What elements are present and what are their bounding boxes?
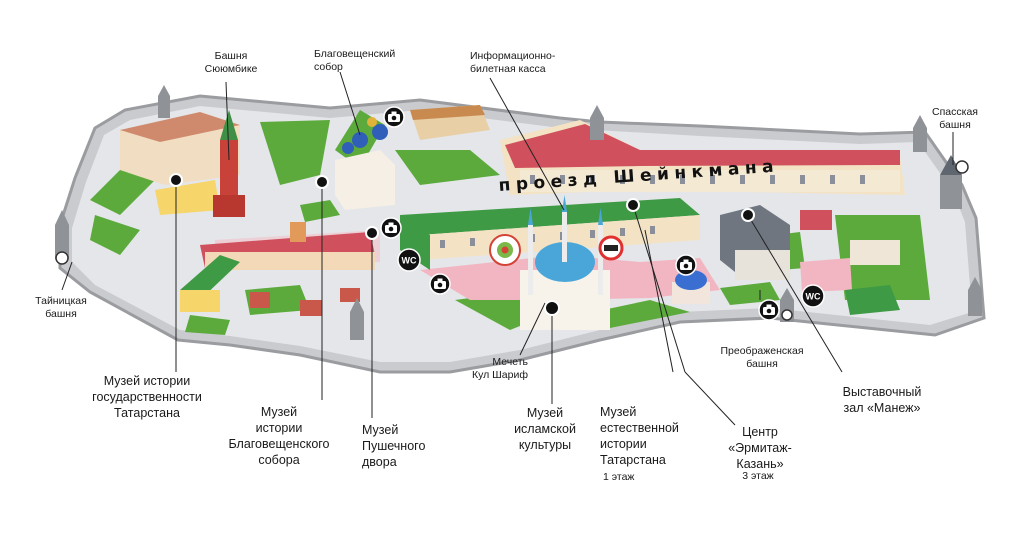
marker-natural-history xyxy=(626,198,640,212)
label-tainitskaya-tower: Тайницкая башня xyxy=(35,295,87,320)
towers xyxy=(55,85,982,340)
leader-lines xyxy=(61,71,954,426)
tower-markers xyxy=(55,160,969,321)
label-museum-natural-history: Музей естественной истории Татарстана xyxy=(600,405,679,467)
label-hermitage-floor: 3 этаж xyxy=(742,470,774,482)
pavilion-shape xyxy=(672,270,710,304)
label-spasskaya-tower: Спасская башня xyxy=(932,106,978,131)
label-manezh-hall: Выставочный зал «Манеж» xyxy=(842,385,922,415)
annunciation-cathedral-shape xyxy=(335,117,395,210)
label-hermitage-kazan: Центр «Эрмитаж- Казань» xyxy=(728,425,792,471)
camera-icon xyxy=(429,273,451,295)
presidential-palace xyxy=(410,105,490,140)
plaza-pink-east xyxy=(800,258,852,292)
marker-statehood-museum xyxy=(169,173,183,187)
governors-palace xyxy=(120,112,240,215)
camera-icon xyxy=(758,299,780,321)
label-museum-islamic-culture: Музей исламской культуры xyxy=(514,406,576,452)
label-kul-sharif-mosque: Мечеть Кул Шариф xyxy=(472,356,528,381)
label-museum-cannon-yard: Музей Пушечного двора xyxy=(362,423,426,469)
kul-sharif-mosque-shape xyxy=(520,195,610,330)
marker-manezh xyxy=(741,208,755,222)
wc-icon-2: WC xyxy=(801,284,825,308)
camera-icon xyxy=(383,106,405,128)
marker-islamic-culture xyxy=(544,300,560,316)
camera-icon xyxy=(380,217,402,239)
label-preobrazhenskaya-tower: Преображенская башня xyxy=(720,345,804,370)
kremlin-logo xyxy=(489,234,521,266)
cannon-yard-buildings xyxy=(180,222,375,316)
location-markers xyxy=(169,173,755,316)
label-annunciation-cathedral: Благовещенский собор xyxy=(314,48,396,73)
east-buildings xyxy=(800,210,900,315)
marker-cannon-yard xyxy=(365,226,379,240)
camera-icon xyxy=(675,254,697,276)
label-syuyumbike-tower: Башня Сююмбике xyxy=(204,50,258,75)
no-car-sign-icon xyxy=(598,235,624,261)
manezh-building xyxy=(720,205,790,280)
label-info-ticket-office: Информационно- билетная касса xyxy=(470,50,556,75)
label-museum-annunciation: Музей истории Благовещенского собора xyxy=(228,405,330,467)
label-museum-statehood: Музей истории государственности Татарста… xyxy=(92,374,202,420)
label-natural-history-floor: 1 этаж xyxy=(603,471,635,483)
marker-annunciation-museum xyxy=(315,175,329,189)
syuyumbike-tower-shape xyxy=(213,110,245,217)
camera-icons xyxy=(380,106,780,321)
wc-icon-1: WC xyxy=(397,248,421,272)
wc-text: WC xyxy=(806,292,821,302)
wc-text: WC xyxy=(402,256,417,266)
